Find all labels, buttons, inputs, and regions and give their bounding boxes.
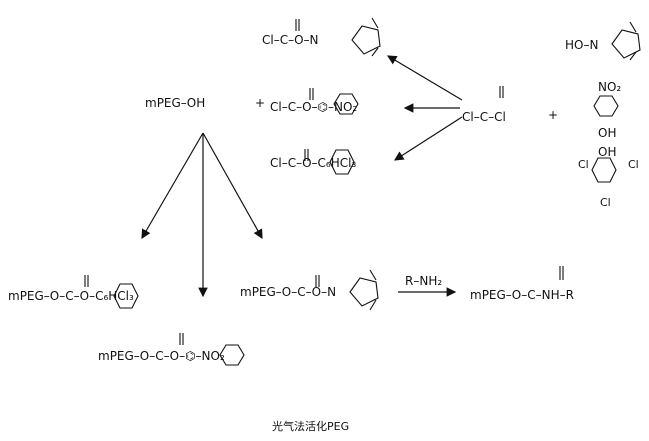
plus-right: +: [548, 108, 559, 122]
pnp-reagent-oh: OH: [598, 126, 617, 140]
mpeg-tcp-label: mPEG–O–C–O–C₆HCl₃: [8, 289, 134, 303]
pnp-reagent-no2: NO₂: [598, 80, 622, 94]
benzene-ring: [113, 283, 139, 309]
succinimide-ring: [611, 29, 641, 59]
arrow-to-tcp-chloroformate: [393, 116, 463, 161]
ring-cl: Cl: [628, 158, 639, 171]
ring-cl: Cl: [578, 158, 589, 171]
pnp-chloroformate-label: Cl–C–O–⌬–NO₂: [270, 100, 358, 114]
succinimide-ring: [349, 277, 379, 307]
arrow-to-mpeg-tcp: [141, 132, 204, 240]
benzene-ring: [329, 149, 355, 175]
benzene-ring: [591, 157, 617, 183]
phosgene-label: Cl–C–Cl: [462, 110, 506, 124]
amine-label: R–NH₂: [405, 274, 443, 288]
tcp-chloroformate-label: Cl–C–O–C₆HCl₃: [270, 156, 357, 170]
arrow-to-nhs-chloroformate: [386, 55, 463, 101]
tcp-reagent-oh: OH: [598, 145, 617, 159]
succinimide-ring: [351, 25, 381, 55]
benzene-ring: [219, 344, 245, 366]
nhs-reagent-label: HO–N: [565, 38, 599, 52]
nhs-chloroformate-label: Cl–C–O–N: [262, 33, 319, 47]
benzene-ring: [333, 93, 359, 115]
ring-cl: Cl: [600, 196, 611, 209]
mpeg-nhs-label: mPEG–O–C–O–N: [240, 285, 337, 299]
figure-caption: 光气法活化PEG: [272, 420, 350, 433]
benzene-ring: [593, 95, 619, 117]
mpeg-urethane-label: mPEG–O–C–NH–R: [470, 288, 574, 302]
plus-left: +: [255, 96, 266, 110]
arrow-to-mpeg-nhs: [202, 132, 263, 240]
mpeg-oh-label: mPEG–OH: [145, 96, 206, 110]
mpeg-pnp-label: mPEG–O–C–O–⌬–NO₂: [98, 349, 225, 363]
